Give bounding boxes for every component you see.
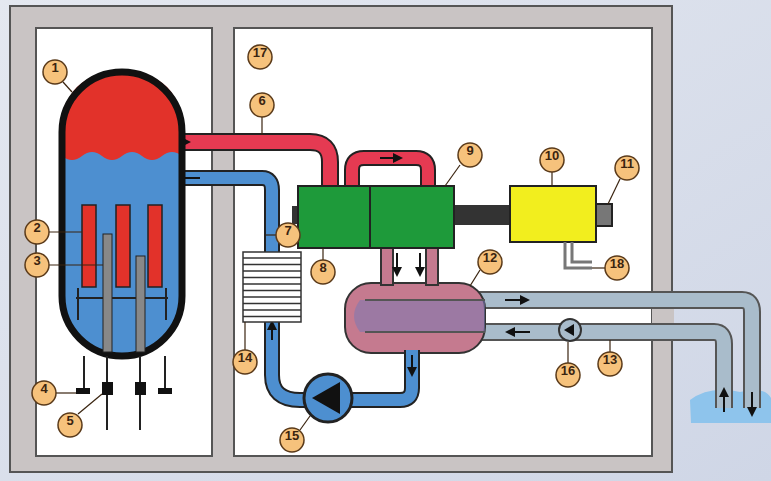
callout-circle [280,428,304,452]
callout-circle [458,143,482,167]
callout-number: 13 [598,352,622,376]
callout-circle [248,45,272,69]
callout-circle [615,156,639,180]
callout-number: 12 [478,250,502,274]
heater-fin [243,270,301,271]
callout-number: 5 [58,413,82,437]
heater-fin [243,290,301,291]
callout-circle [43,60,67,84]
callout-circle [25,253,49,277]
callout-circle [598,352,622,376]
callout-circle [58,413,82,437]
callout-circle [32,381,56,405]
callout-number: 1 [43,60,67,84]
callout-circle [276,223,300,247]
callout-circle [250,93,274,117]
heater-fin [243,264,301,265]
callout-circle [540,148,564,172]
callout-circle [556,363,580,387]
callout-number: 10 [540,148,564,172]
callout-number: 4 [32,381,56,405]
callout-number: 8 [311,260,335,284]
callout-circle [605,256,629,280]
callout-number: 6 [250,93,274,117]
heater-fin [243,277,301,278]
heater-fin [243,309,301,310]
heater-fin [243,316,301,317]
heater-fin [243,283,301,284]
callout-number: 2 [25,220,49,244]
heater-fin [243,303,301,304]
heater-fin [243,257,301,258]
callout-circle [478,250,502,274]
callout-number: 7 [276,223,300,247]
callout-number: 11 [615,156,639,180]
callout-number: 15 [280,428,304,452]
callout-number: 17 [248,45,272,69]
callout-number: 18 [605,256,629,280]
callout-circle [233,350,257,374]
callout-number: 16 [556,363,580,387]
callout-circle [311,260,335,284]
callout-number: 3 [25,253,49,277]
callout-number: 9 [458,143,482,167]
callout-number: 14 [233,350,257,374]
callout-circle [25,220,49,244]
heater-fin [243,296,301,297]
